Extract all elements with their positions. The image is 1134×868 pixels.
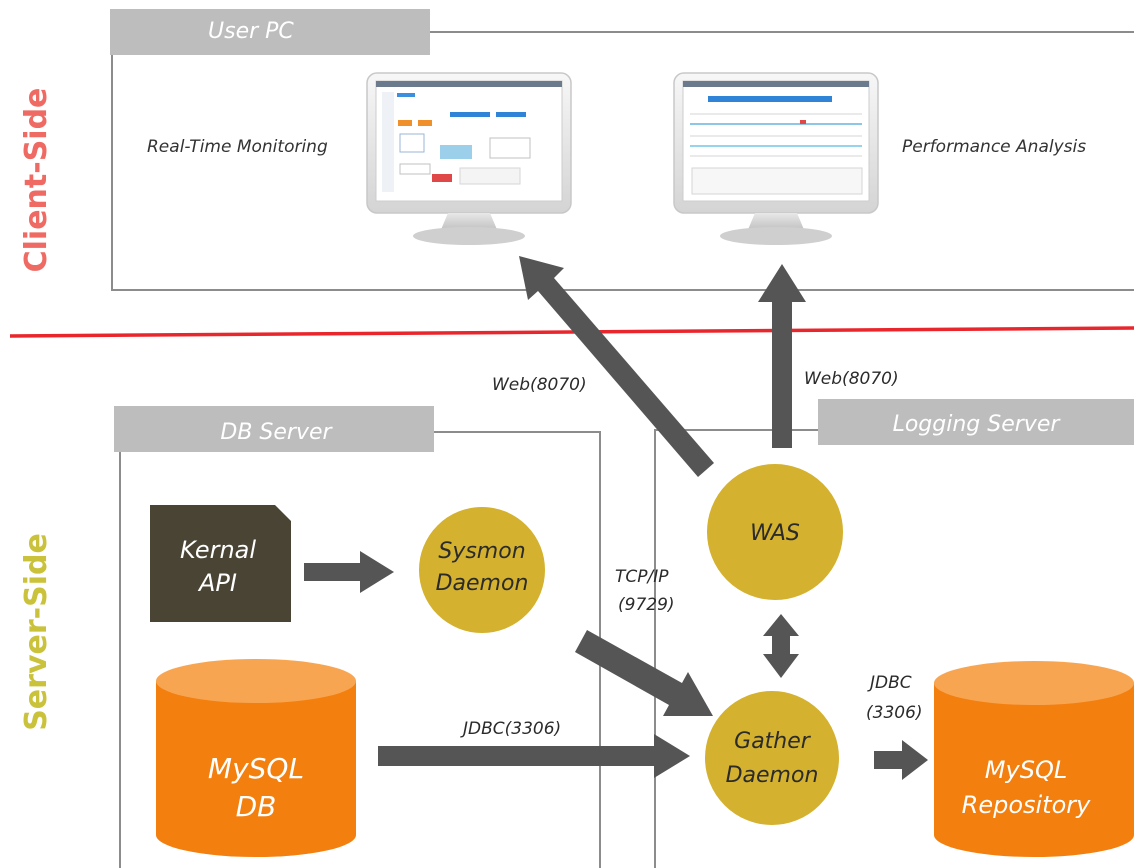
web-8070-left-label: Web(8070) (492, 375, 587, 395)
user-pc-tab (110, 9, 430, 55)
realtime-monitor-icon (366, 72, 572, 245)
tcp-ip-label-line2: (9729) (618, 595, 675, 615)
gather-daemon-node: Gather Daemon (701, 687, 843, 829)
user-pc-box: User PC (110, 9, 1134, 291)
db-server-box: DB Server (114, 406, 601, 868)
db-server-tab (114, 406, 434, 452)
user-pc-tab-label: User PC (208, 19, 294, 44)
gather-daemon-label-line2: Daemon (726, 763, 819, 788)
sysmon-daemon-node: Sysmon Daemon (415, 503, 549, 637)
logging-server-box: Logging Server (654, 399, 1134, 868)
arrow-mysql-to-gather (378, 734, 690, 778)
mysql-db-label-line2: DB (236, 790, 277, 823)
client-server-divider (9, 326, 1134, 338)
sysmon-daemon-label-line1: Sysmon (438, 539, 525, 564)
gather-daemon-label-line1: Gather (734, 729, 812, 754)
mysql-repository-label-line1: MySQL (985, 756, 1067, 784)
realtime-monitoring-label: Real-Time Monitoring (147, 137, 328, 157)
server-side-label: Server-Side (19, 533, 54, 731)
jdbc-repo-label-line1: JDBC (867, 673, 912, 693)
mysql-db-node: MySQL DB (156, 659, 356, 857)
arrow-gather-to-repository (874, 740, 928, 780)
logging-server-tab-label: Logging Server (893, 412, 1062, 437)
db-server-tab-label: DB Server (220, 420, 333, 445)
arrow-was-gather-bidirectional (763, 614, 799, 678)
kernel-api-node: Kernal API (150, 505, 291, 622)
sysmon-daemon-label-line2: Daemon (436, 571, 529, 596)
arrow-sysmon-to-gather (575, 630, 713, 716)
performance-analysis-label: Performance Analysis (902, 137, 1086, 157)
mysql-repository-node: MySQL Repository (934, 661, 1134, 857)
performance-monitor-icon (673, 72, 879, 245)
arrow-kernel-to-sysmon (304, 551, 394, 593)
web-8070-right-label: Web(8070) (804, 369, 899, 389)
was-label: WAS (750, 521, 800, 546)
jdbc-3306-db-label: JDBC(3306) (460, 719, 561, 739)
arrow-was-to-performance-monitor (758, 264, 806, 448)
arrow-was-to-realtime-monitor (519, 256, 714, 477)
tcp-ip-label-line1: TCP/IP (615, 567, 669, 587)
jdbc-repo-label-line2: (3306) (866, 703, 923, 723)
logging-server-tab (818, 399, 1134, 445)
kernel-api-label-line2: API (197, 569, 237, 597)
was-node: WAS (703, 460, 847, 604)
client-side-label: Client-Side (19, 88, 54, 273)
mysql-db-label-line1: MySQL (208, 752, 304, 785)
kernel-api-label-line1: Kernal (180, 536, 256, 564)
mysql-repository-label-line2: Repository (962, 791, 1091, 819)
